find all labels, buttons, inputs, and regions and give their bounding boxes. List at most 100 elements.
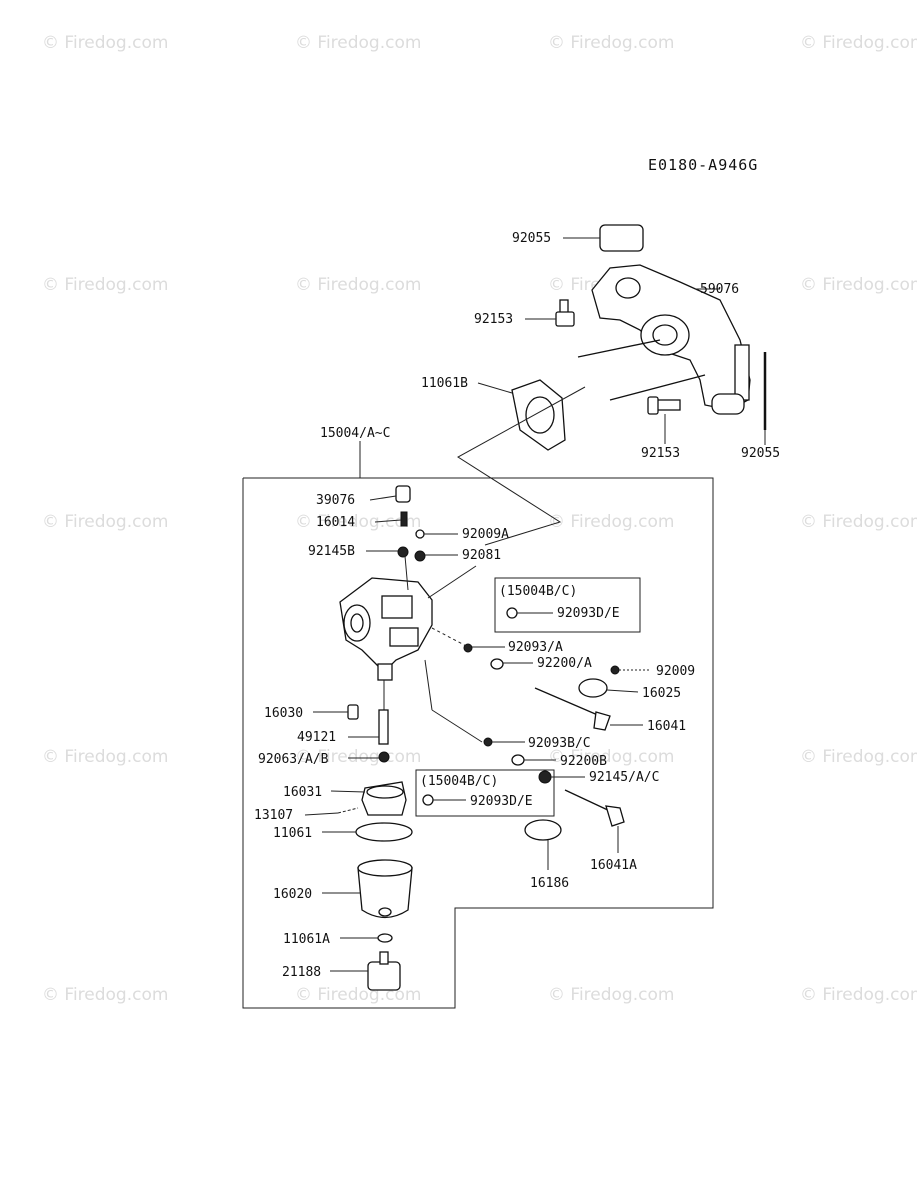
watermark: © Firedog.com (800, 275, 917, 295)
float-bowl-rim (357, 859, 413, 877)
label-92153-bot: 92153 (641, 446, 680, 461)
jet-92063AB (378, 751, 390, 763)
stud-lower (609, 374, 706, 401)
label-92093DE-2: 92093D/E (470, 794, 533, 809)
part-92093DE-1 (506, 607, 518, 619)
throttle-shaft-parts: 92093/A 92200/A 92009 16025 16041 (463, 640, 695, 734)
solenoid-tip (379, 951, 389, 965)
jet-92145B (397, 546, 409, 558)
bolt-92153-bot-head (647, 396, 659, 415)
variant-box-1-title: (15004B/C) (499, 584, 577, 599)
label-13107: 13107 (254, 808, 293, 823)
label-15004: 15004/A~C (320, 426, 390, 441)
label-92009A: 92009A (462, 527, 509, 542)
label-92093BC: 92093B/C (528, 736, 591, 751)
choke-lever (605, 805, 625, 827)
carburetor-body (339, 555, 483, 743)
label-39076: 39076 (316, 493, 355, 508)
bolt-92153-top-head (555, 311, 575, 327)
carburetor-top-boss (381, 595, 413, 619)
watermark: © Firedog.com (548, 985, 674, 1005)
label-92093A: 92093/A (508, 640, 563, 655)
variant-box-2-title: (15004B/C) (420, 774, 498, 789)
part-92093DE-2 (422, 794, 434, 806)
label-92055-top: 92055 (512, 231, 551, 246)
leader-39076 (369, 495, 397, 501)
solenoid-21188 (367, 961, 401, 991)
label-11061: 11061 (273, 826, 312, 841)
watermark: © Firedog.com (548, 33, 674, 53)
stud-upper (577, 339, 661, 358)
variant-box-2: (15004B/C) 92093D/E (415, 769, 555, 817)
leader-16014 (374, 519, 402, 523)
pin-13107 (337, 807, 359, 814)
manifold-port-2 (615, 277, 641, 299)
watermark: © Firedog.com (800, 985, 917, 1005)
label-21188: 21188 (282, 965, 321, 980)
emulsion-tube-49121 (378, 709, 389, 745)
throttle-shaft-16041 (534, 687, 601, 717)
label-92055-right: 92055 (741, 446, 780, 461)
carburetor-top-parts: 39076 16014 92009A 92145B 92081 (308, 485, 509, 563)
watermark: © Firedog.com (800, 33, 917, 53)
label-92200B: 92200B (560, 754, 607, 769)
watermark: © Firedog.com (295, 985, 421, 1005)
cap-39076 (395, 485, 411, 503)
gasket-11061A (377, 933, 393, 943)
watermark: © Firedog.com (42, 747, 168, 767)
watermark: © Firedog.com (42, 985, 168, 1005)
manifold-flange (734, 344, 750, 401)
variant-box-1: (15004B/C) 92093D/E (494, 577, 641, 633)
leader-body-right (427, 565, 477, 599)
leader-11061B (477, 382, 513, 394)
label-16020: 16020 (273, 887, 312, 902)
gasket-11061 (355, 822, 413, 842)
float-top (366, 785, 404, 799)
watermark: © Firedog.com (548, 512, 674, 532)
label-92153-top: 92153 (474, 312, 513, 327)
choke-shaft-axis-2 (431, 709, 483, 743)
diagram-code: E0180-A946G (648, 156, 758, 174)
throttle-shaft-axis (431, 627, 471, 649)
label-16031: 16031 (283, 785, 322, 800)
label-59076: 59076 (700, 282, 739, 297)
watermark-layer: © Firedog.com © Firedog.com © Firedog.co… (42, 33, 917, 1005)
washer-92200A (490, 658, 504, 670)
leader-jet-to-body (404, 555, 409, 591)
pin-16030 (347, 704, 359, 720)
choke-shaft-16041A (564, 789, 613, 813)
plug-92145AC (538, 770, 552, 784)
leader-16025 (606, 689, 639, 693)
jet-92081 (414, 550, 426, 562)
choke-valve-16186 (524, 819, 562, 841)
watermark: © Firedog.com (42, 512, 168, 532)
label-16014: 16014 (316, 515, 355, 530)
watermark: © Firedog.com (548, 747, 674, 767)
carburetor-bottom-boss (377, 663, 393, 681)
spacer (711, 393, 745, 415)
seal-92093A (463, 643, 473, 653)
label-92081: 92081 (462, 548, 501, 563)
screw-92009 (610, 665, 620, 675)
throttle-lever (593, 711, 611, 731)
label-92009: 92009 (656, 664, 695, 679)
carburetor-throat-inner (350, 613, 364, 633)
choke-shaft-parts: 92093B/C 92200B 92145/A/C 16041A 16186 (483, 736, 659, 891)
watermark: © Firedog.com (42, 275, 168, 295)
label-11061B: 11061B (421, 376, 468, 391)
leader-16031 (330, 790, 366, 793)
watermark: © Firedog.com (295, 33, 421, 53)
manifold-port-inner (652, 324, 678, 346)
watermark: © Firedog.com (295, 747, 421, 767)
left-side-parts: 16030 49121 92063/A/B (258, 704, 390, 767)
assembly-connector-line (457, 386, 586, 546)
spring-16014 (400, 511, 408, 527)
watermark: © Firedog.com (295, 512, 421, 532)
watermark: © Firedog.com (42, 33, 168, 53)
float-bowl-drain (378, 907, 392, 917)
label-16186: 16186 (530, 876, 569, 891)
watermark: © Firedog.com (800, 747, 917, 767)
label-16030: 16030 (264, 706, 303, 721)
watermark: © Firedog.com (295, 275, 421, 295)
choke-shaft-axis (424, 659, 433, 711)
